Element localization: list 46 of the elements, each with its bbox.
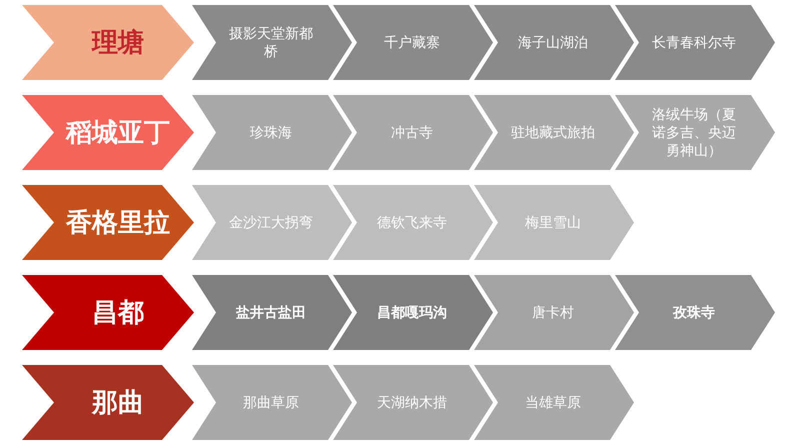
stop-banner (474, 185, 634, 260)
stop-banner (192, 365, 352, 440)
region-banner (22, 275, 194, 350)
stop-banner (474, 365, 634, 440)
stop-name: 冲古寺 (390, 124, 434, 142)
stop-name: 驻地藏式旅拍 (510, 124, 596, 142)
stop-name: 梅里雪山 (524, 214, 582, 232)
region-name: 那曲 (90, 386, 145, 420)
stop-banner (615, 275, 775, 350)
stop-banner (615, 95, 775, 170)
stop-banner (333, 365, 493, 440)
region-banner (22, 185, 194, 260)
stop-banner (192, 95, 352, 170)
stop-banner (333, 95, 493, 170)
stop-name: 昌都嘎玛沟 (376, 304, 448, 322)
stop-name: 孜珠寺 (672, 304, 716, 322)
stop-banner (192, 5, 352, 80)
stop-banner (192, 185, 352, 260)
stop-name: 唐卡村 (531, 304, 575, 322)
stop-name: 金沙江大拐弯 (228, 214, 314, 232)
stop-name: 德钦飞来寺 (376, 214, 448, 232)
stop-banner (474, 275, 634, 350)
stop-name: 当雄草原 (524, 394, 582, 412)
region-name: 香格里拉 (64, 206, 171, 240)
stop-name: 天湖纳木措 (376, 394, 448, 412)
region-name: 理塘 (90, 26, 145, 60)
stop-banner (333, 5, 493, 80)
region-name: 昌都 (91, 296, 145, 330)
stop-name: 长青春科尔寺 (651, 34, 737, 52)
stop-name: 海子山湖泊 (517, 34, 589, 52)
stop-name: 千户藏寨 (383, 34, 441, 52)
stop-name: 洛绒牛场（夏诺多吉、央迈勇神山） (651, 106, 737, 160)
stop-banner (474, 95, 634, 170)
stop-banner (615, 5, 775, 80)
stop-name: 摄影天堂新都桥 (228, 24, 314, 62)
region-banner (22, 5, 194, 80)
stop-banner (192, 275, 352, 350)
stop-name: 那曲草原 (242, 394, 300, 412)
stop-banner (474, 5, 634, 80)
stop-banner (333, 185, 493, 260)
stop-name: 珍珠海 (249, 124, 293, 142)
region-banner (22, 365, 194, 440)
stop-name: 盐井古盐田 (235, 304, 307, 322)
region-name: 稻城亚丁 (64, 116, 171, 150)
stop-banner (333, 275, 493, 350)
region-banner (22, 95, 194, 170)
